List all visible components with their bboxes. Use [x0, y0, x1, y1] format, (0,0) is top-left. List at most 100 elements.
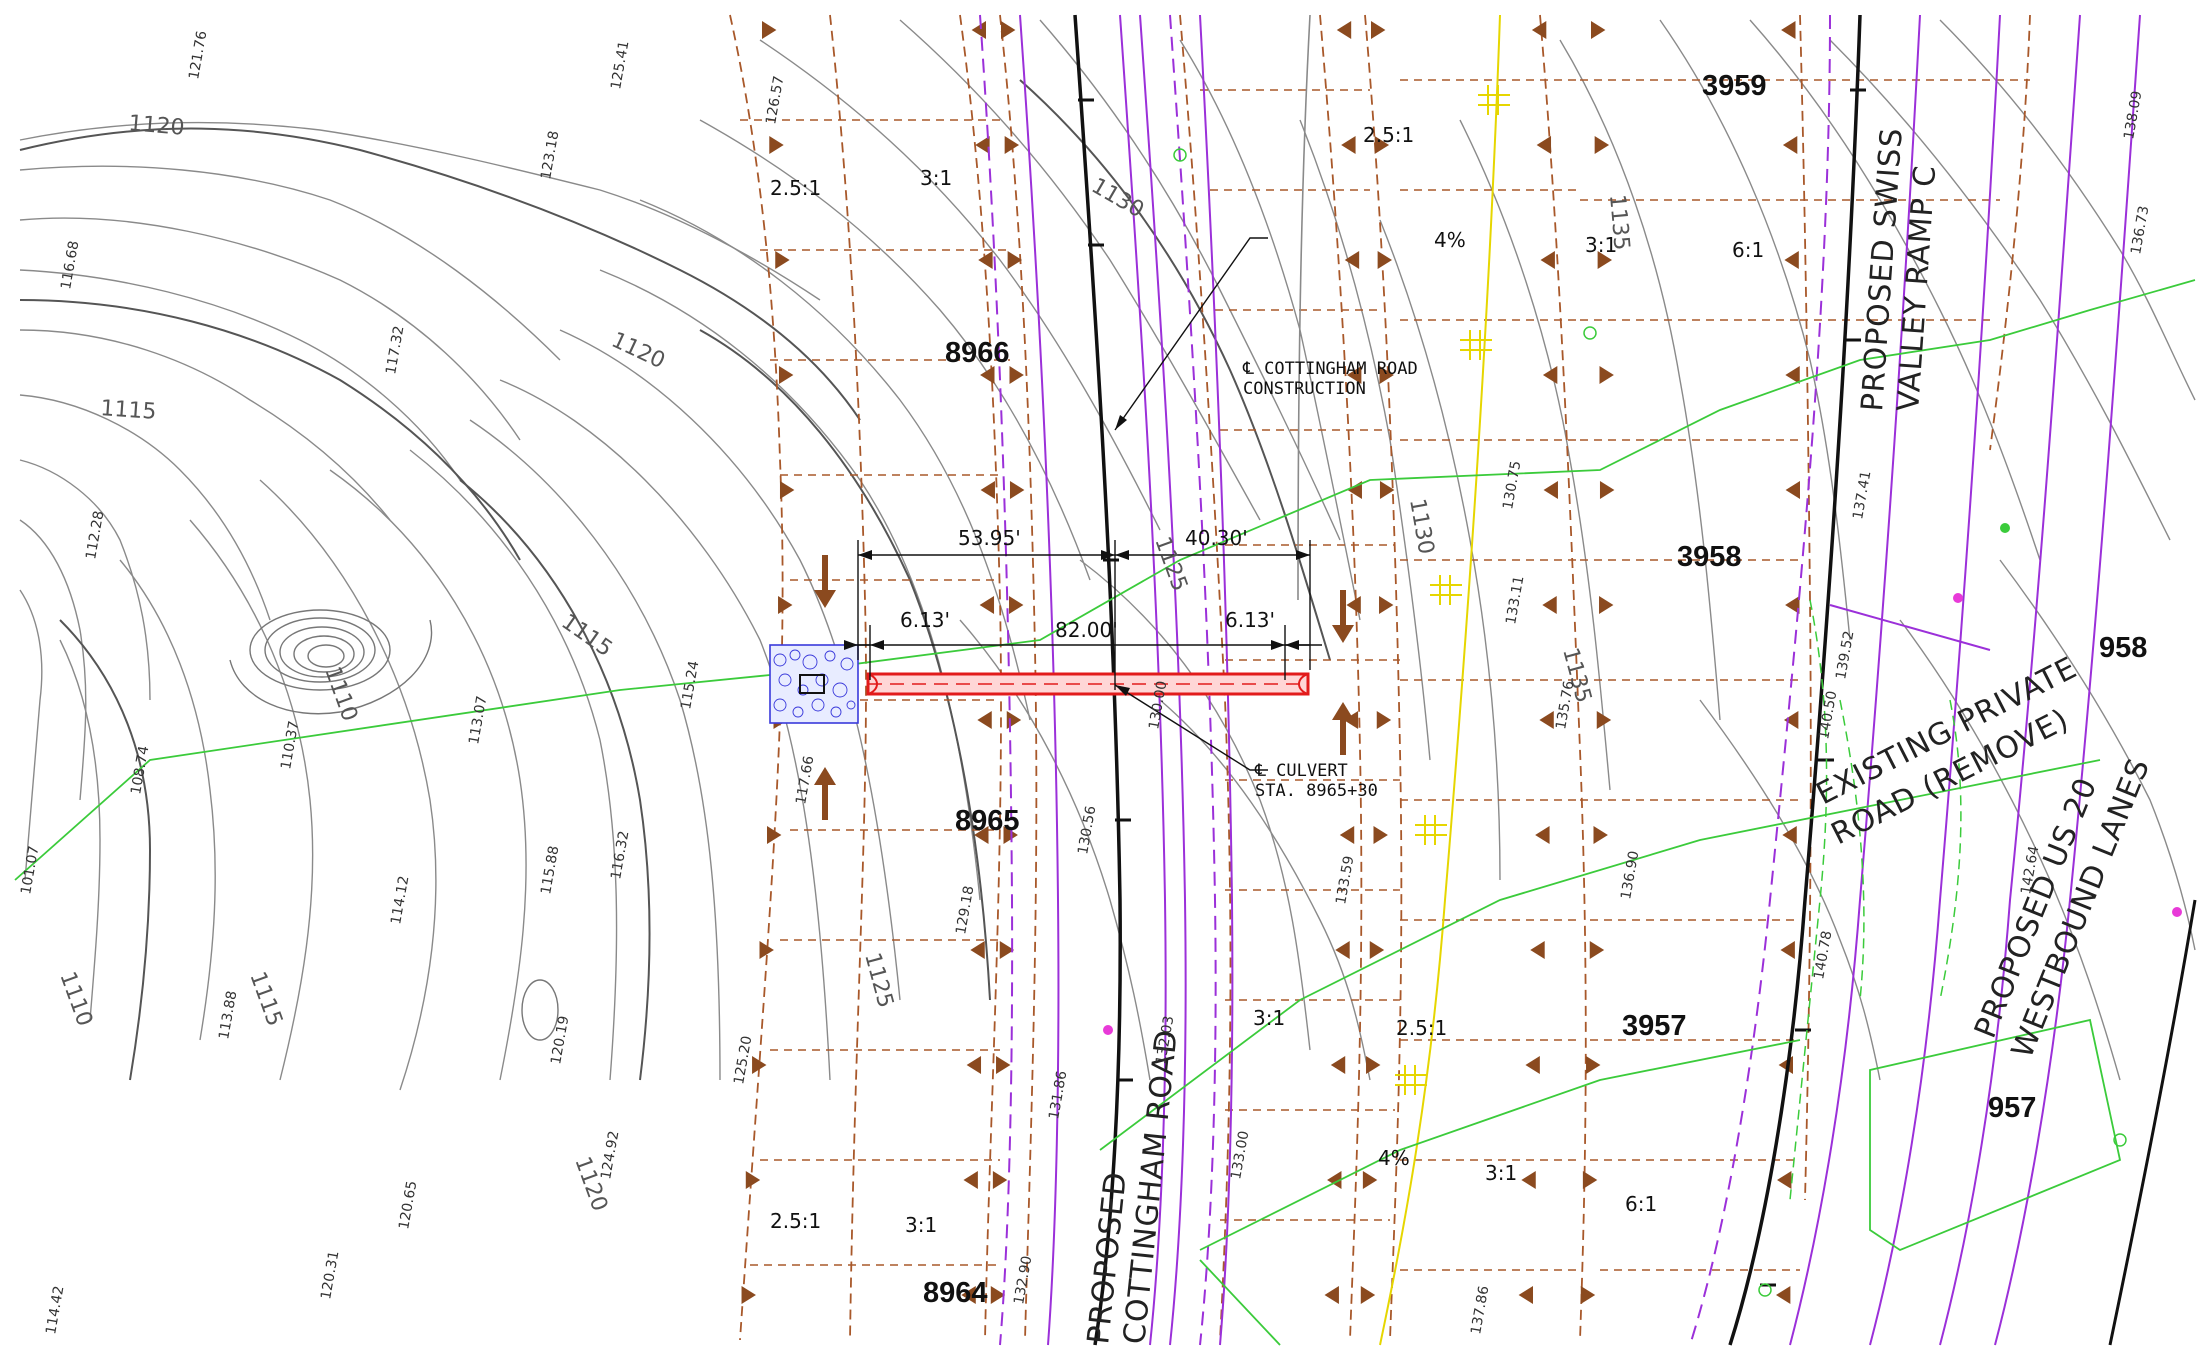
slope-triangle-mark	[961, 1286, 976, 1304]
grading-limit-lines	[729, 14, 2031, 1341]
spot-elev-39: 131.86	[1046, 1070, 1070, 1121]
spot-elev-29: 130.75	[1500, 460, 1524, 511]
slope-triangle-mark	[1785, 481, 1800, 499]
yellow-centerline	[1379, 14, 1501, 1346]
contour-label-1120b: 1120	[607, 328, 668, 374]
slope-triangle-mark	[1379, 481, 1395, 499]
slope-triangle-mark	[775, 251, 790, 269]
slope-triangle-mark	[980, 366, 995, 384]
slope-triangle-mark	[1330, 1056, 1346, 1074]
spot-elev-21: 126.57	[763, 75, 787, 126]
spot-elev-41: 140.78	[1811, 930, 1835, 981]
slope-triangle-mark	[978, 251, 993, 269]
slope-triangle-mark	[1782, 826, 1797, 844]
slope-triangle-mark	[778, 366, 794, 384]
slope-triangle-mark	[1007, 251, 1023, 269]
spot-elev-4: 123.18	[538, 130, 562, 181]
spot-elev-31: 135.76	[1553, 680, 1577, 731]
slope-triangle-mark	[1593, 826, 1608, 844]
contour-label-1130b: 1130	[1404, 497, 1438, 556]
slope-triangle-mark	[1783, 711, 1799, 729]
slope-triangle-mark	[1373, 826, 1388, 844]
drainage-flow-line	[14, 279, 2196, 1346]
slope-triangle-mark	[759, 941, 774, 959]
flow-arrow-up-left	[814, 767, 836, 820]
spot-elev-27: 133.00	[1228, 1130, 1252, 1181]
slope-triangle-mark	[1339, 826, 1355, 844]
centerline-note-line2: CONSTRUCTION	[1243, 379, 1366, 399]
centerline-note-line1: ℄ COTTINGHAM ROAD	[1242, 359, 1418, 379]
slope-triangle-mark	[741, 1286, 756, 1304]
slope-triangle-mark	[778, 596, 793, 614]
spot-elev-30: 133.11	[1503, 575, 1527, 626]
slope-triangle-mark	[1376, 711, 1392, 729]
slope-triangle-mark	[1346, 366, 1362, 384]
slope-triangle-mark	[1369, 941, 1385, 959]
flow-arrow-up-right	[1332, 702, 1354, 755]
slope-triangle-mark	[1327, 1171, 1342, 1189]
flow-arrow-down-left	[814, 555, 836, 608]
dimension-arrowheads	[844, 415, 1310, 696]
spot-elev-1: 121.76	[186, 30, 210, 81]
slope-triangle-mark	[1782, 136, 1798, 154]
contour-label-1120a: 1120	[127, 111, 185, 141]
slope-triangle-mark	[1542, 596, 1557, 614]
slope-label-h: 2.5:1	[1396, 1016, 1447, 1040]
station-957: 957	[1988, 1092, 2036, 1124]
slope-triangle-mark	[1377, 251, 1393, 269]
contour-label-1110b: 1110	[319, 664, 362, 725]
slope-label-f: 6:1	[1732, 238, 1764, 262]
spot-elev-24: 129.18	[953, 885, 977, 936]
riprap-stones	[773, 649, 856, 718]
slope-triangle-mark	[970, 941, 985, 959]
right-of-way-lines	[1019, 14, 2141, 1346]
slope-triangle-mark	[1374, 136, 1390, 154]
spot-elev-17: 120.65	[396, 1180, 420, 1231]
slope-triangle-mark	[1543, 481, 1558, 499]
culvert	[769, 644, 1310, 724]
dim-left-width: 53.95'	[958, 526, 1021, 550]
slope-triangle-mark	[1344, 251, 1360, 269]
spot-elev-9: 113.07	[466, 695, 490, 746]
culvert-note-line1: ℄ CULVERT	[1254, 761, 1348, 781]
culvert-note-line2: STA. 8965+30	[1255, 781, 1378, 801]
spot-elev-40: 137.86	[1468, 1285, 1492, 1336]
dim-right-apron: 6.13'	[1225, 608, 1275, 632]
slope-triangle-mark	[1596, 711, 1612, 729]
spot-elev-20: 120.31	[318, 1250, 342, 1301]
slope-label-j: 3:1	[1485, 1161, 1517, 1185]
right-of-way-dashed	[979, 14, 1831, 1346]
dim-right-width: 40.30'	[1185, 526, 1248, 550]
spot-elev-34: 139.52	[1833, 630, 1857, 681]
station-3958: 3958	[1677, 541, 1742, 573]
slope-triangle-mark	[769, 136, 784, 154]
slope-triangle-mark	[1542, 366, 1558, 384]
slope-label-a: 2.5:1	[770, 176, 821, 200]
slope-label-d: 4%	[1434, 228, 1466, 252]
slope-triangle-mark	[1589, 941, 1605, 959]
station-3959: 3959	[1702, 70, 1767, 102]
slope-triangle-mark	[974, 826, 989, 844]
spot-elev-36: 138.09	[2121, 90, 2145, 141]
slope-triangle-mark	[779, 481, 795, 499]
slope-label-c: 2.5:1	[1363, 123, 1414, 147]
dim-total-length: 82.00'	[1055, 618, 1118, 642]
slope-triangle-mark	[752, 1056, 767, 1074]
slope-triangle-mark	[1530, 941, 1545, 959]
slope-triangle-mark	[1580, 1286, 1596, 1304]
slope-triangle-mark	[761, 21, 777, 39]
spot-elev-19: 114.42	[43, 1285, 67, 1336]
slope-triangle-mark	[1346, 596, 1361, 614]
slope-triangle-mark	[1785, 596, 1800, 614]
slope-triangle-mark	[1586, 1056, 1601, 1074]
slope-labels: 2.5:1 3:1 2.5:1 4% 3:1 6:1 3:1 2.5:1 4% …	[770, 123, 1764, 1237]
spot-elev-37: 136.73	[2128, 205, 2152, 256]
spot-elev-5: 125.41	[608, 40, 632, 91]
slope-triangle-mark	[1784, 251, 1799, 269]
contour-label-1110a: 1110	[54, 969, 97, 1030]
slope-triangle-mark	[1777, 1171, 1792, 1189]
magenta-point-marker	[1953, 593, 1963, 603]
slope-triangle-mark	[990, 1286, 1006, 1304]
slope-triangle-mark	[1518, 1286, 1534, 1304]
